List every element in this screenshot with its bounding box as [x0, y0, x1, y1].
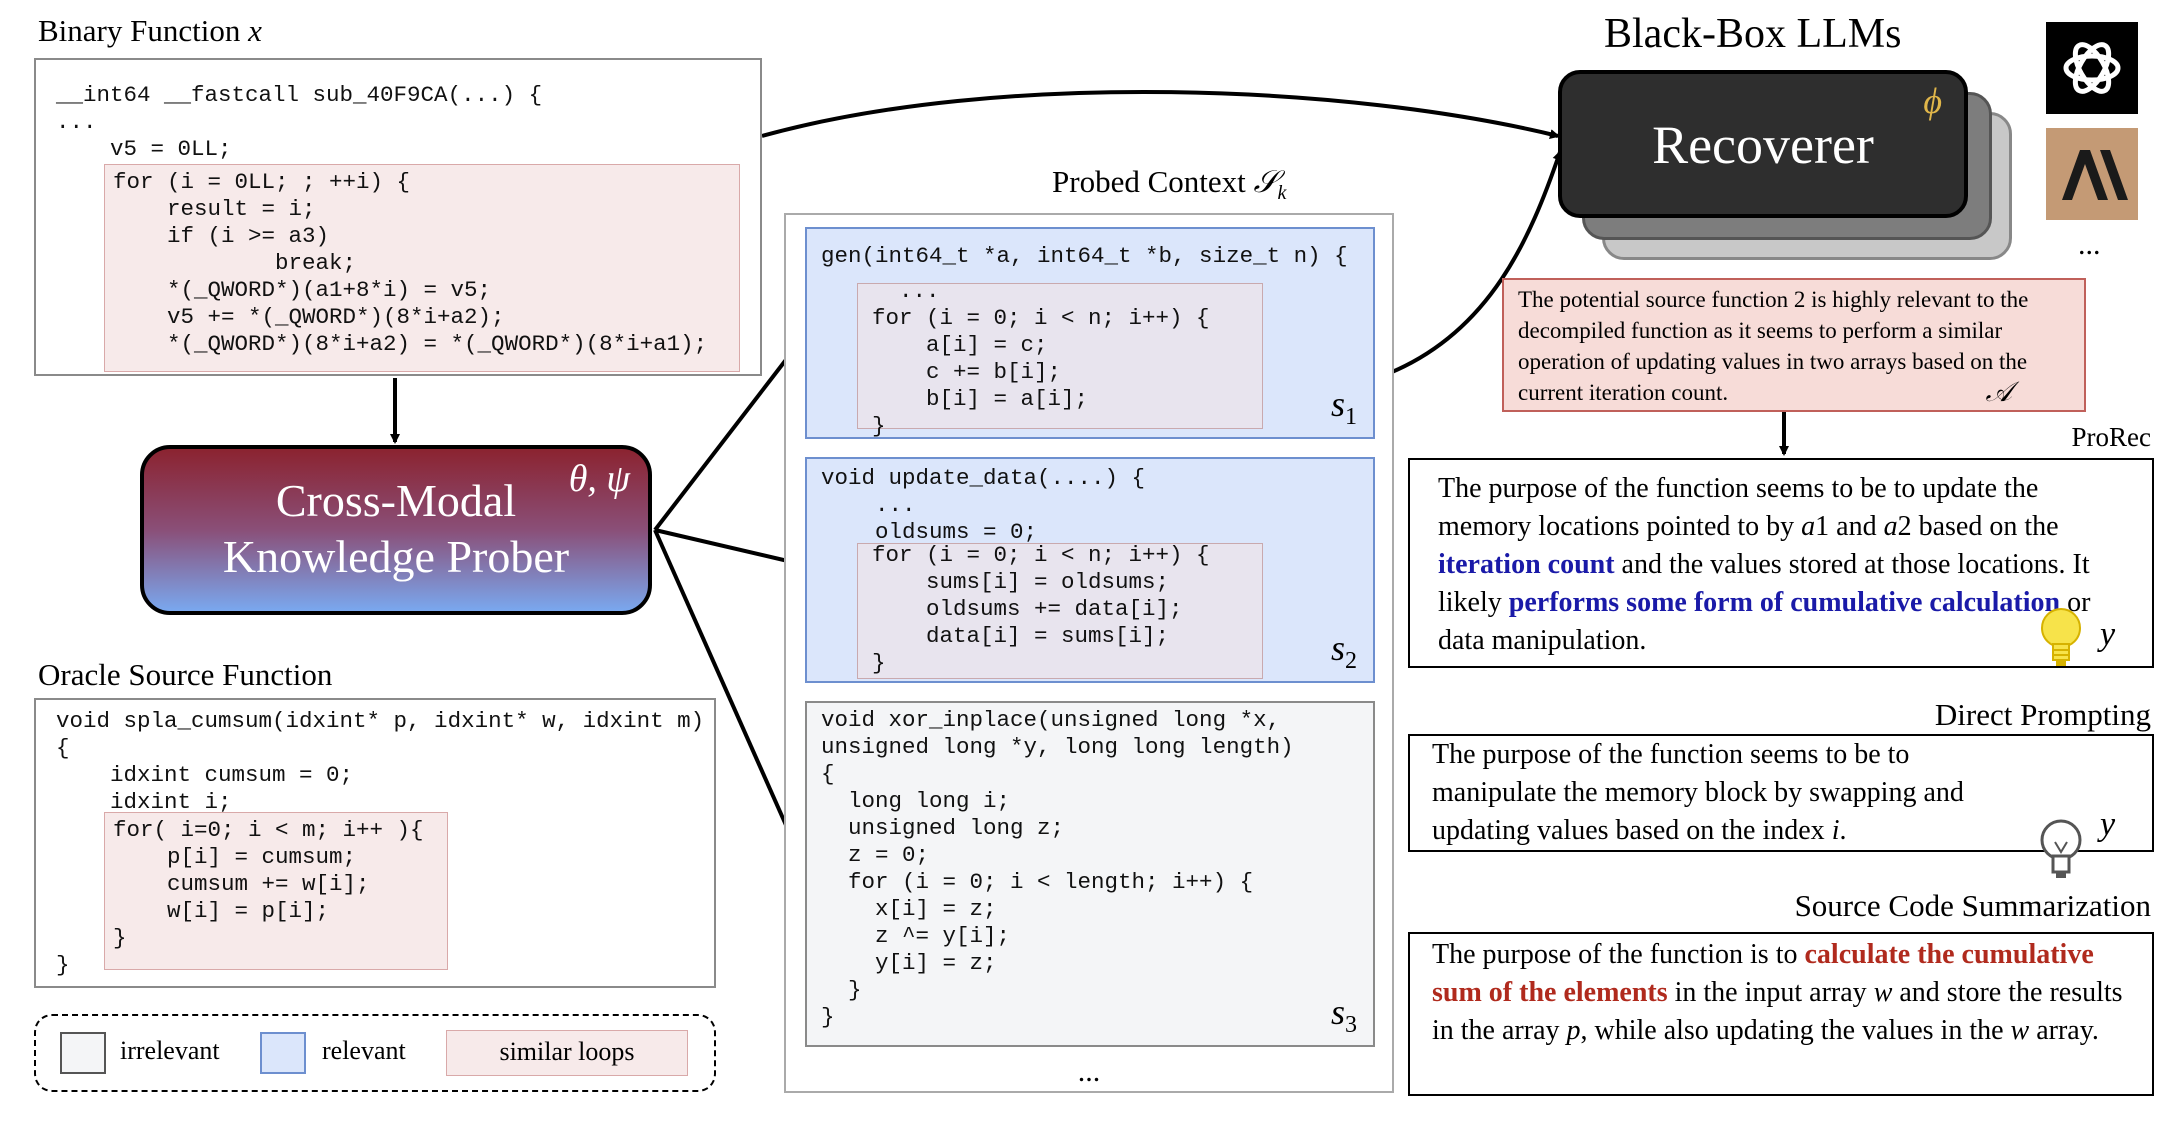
lightbulb-on-icon	[2041, 608, 2081, 666]
probed-symbol: 𝒮	[1253, 164, 1278, 199]
card-s3-label: s3	[1330, 991, 1357, 1038]
binary-function-title: Binary Function x	[38, 13, 262, 49]
summ-highlight-cumulative-sum: calculate the cumulative sum of the elem…	[1432, 939, 2094, 1008]
prorec-text-1: The purpose of the function seems to be …	[1438, 473, 2039, 542]
card-s2-label: s2	[1330, 627, 1357, 674]
rationale-box: The potential source function 2 is highl…	[1502, 278, 2086, 412]
probed-more-ellipsis: ...	[1077, 1055, 1101, 1088]
legend-relevant-swatch	[260, 1032, 306, 1074]
rationale-text: The potential source function 2 is highl…	[1518, 287, 2029, 405]
probed-symbol-sub: k	[1277, 182, 1287, 205]
binary-title-text: Binary Function	[38, 13, 241, 48]
lightbulb-off-icon	[2040, 819, 2082, 878]
probed-card-s2: void update_data(....) { ... oldsums = 0…	[805, 457, 1375, 683]
card-s3-code: void xor_inplace(unsigned long *x, unsig…	[821, 707, 1294, 1030]
binary-code-head: __int64 __fastcall sub_40F9CA(...) { ...…	[56, 82, 543, 162]
binary-loop-highlight: for (i = 0LL; ; ++i) { result = i; if (i…	[104, 164, 740, 372]
summarization-answer-box: The purpose of the function is to calcul…	[1408, 932, 2154, 1096]
probed-title-text: Probed Context	[1052, 164, 1246, 199]
arrow-binary-to-recoverer	[761, 89, 1560, 139]
prober-params: θ, ψ	[568, 458, 630, 500]
prorec-highlight-cumulative: performs some form of cumulative calcula…	[1508, 587, 2061, 618]
arrow-prober-to-s2	[654, 528, 807, 569]
prober-line1: Cross-Modal	[275, 475, 517, 526]
oracle-code-head: void spla_cumsum(idxint* p, idxint* w, i…	[56, 708, 705, 815]
summarization-title: Source Code Summarization	[1794, 888, 2151, 923]
card-s1-label: s1	[1330, 383, 1357, 430]
more-llms-ellipsis: ...	[2078, 228, 2101, 261]
card-s2-loop-highlight: for (i = 0; i < n; i++) { sums[i] = olds…	[857, 542, 1263, 679]
card-s2-loop: for (i = 0; i < n; i++) { sums[i] = olds…	[872, 542, 1210, 676]
arrow-prober-to-s3	[653, 529, 807, 870]
recoverer-label: Recoverer	[1652, 115, 1874, 175]
prorec-answer-box: The purpose of the function seems to be …	[1408, 458, 2154, 668]
arrow-prober-to-s1	[653, 333, 807, 532]
blackbox-llms-title: Black-Box LLMs	[1604, 11, 1902, 57]
probed-card-s3: void xor_inplace(unsigned long *x, unsig…	[805, 701, 1375, 1047]
prober-label: Cross-Modal Knowledge Prober	[144, 473, 648, 585]
anthropic-icon	[2062, 150, 2128, 200]
openai-logo	[2046, 22, 2138, 114]
rationale-symbol: 𝒜	[1985, 377, 2013, 408]
direct-answer-box: The purpose of the function seems to be …	[1408, 734, 2154, 878]
recoverer-box: Recoverer ϕ	[1558, 70, 1968, 218]
arrow-context-to-recoverer	[1391, 150, 1563, 374]
binary-var: x	[248, 13, 262, 48]
direct-text-1: The purpose of the function seems to be …	[1432, 739, 1964, 846]
card-s1-head: gen(int64_t *a, int64_t *b, size_t n) {	[821, 243, 1348, 269]
recoverer-param: ϕ	[1923, 81, 1942, 121]
legend-irrelevant-swatch	[60, 1032, 106, 1074]
legend-irrelevant-label: irrelevant	[120, 1036, 220, 1065]
direct-prompting-title: Direct Prompting	[1934, 697, 2151, 732]
summ-text-1: The purpose of the function is to	[1432, 939, 1805, 970]
binary-code-box: __int64 __fastcall sub_40F9CA(...) { ...…	[34, 58, 762, 376]
prorec-title: ProRec	[2071, 422, 2151, 452]
legend-relevant-label: relevant	[322, 1036, 406, 1065]
cross-modal-knowledge-prober: Cross-Modal Knowledge Prober θ, ψ	[140, 445, 652, 615]
card-s2-head: void update_data(....) { ... oldsums = 0…	[821, 465, 1146, 545]
oracle-title: Oracle Source Function	[38, 657, 333, 692]
probed-card-s1: gen(int64_t *a, int64_t *b, size_t n) { …	[805, 227, 1375, 439]
anthropic-logo	[2046, 128, 2138, 220]
oracle-code-loop: for( i=0; i < m; i++ ){ p[i] = cumsum; c…	[113, 817, 424, 951]
prorec-highlight-iteration-count: iteration count	[1438, 549, 1615, 580]
oracle-loop-highlight: for( i=0; i < m; i++ ){ p[i] = cumsum; c…	[104, 812, 448, 970]
legend-similar-loops: similar loops	[446, 1030, 688, 1076]
prober-line2: Knowledge Prober	[222, 531, 570, 582]
oracle-code-box: void spla_cumsum(idxint* p, idxint* w, i…	[34, 698, 716, 988]
prorec-y: y	[2100, 616, 2116, 653]
oracle-code-tail: }	[56, 952, 70, 978]
probed-context-panel: gen(int64_t *a, int64_t *b, size_t n) { …	[784, 213, 1394, 1093]
card-s1-loop: ... for (i = 0; i < n; i++) { a[i] = c; …	[872, 278, 1210, 439]
probed-context-title: Probed Context 𝒮k	[1052, 164, 1286, 205]
openai-icon	[2063, 42, 2121, 94]
binary-code-loop: for (i = 0LL; ; ++i) { result = i; if (i…	[113, 169, 708, 357]
legend: irrelevant relevant similar loops	[34, 1014, 716, 1092]
direct-y: y	[2100, 806, 2116, 843]
card-s1-loop-highlight: ... for (i = 0; i < n; i++) { a[i] = c; …	[857, 278, 1263, 439]
